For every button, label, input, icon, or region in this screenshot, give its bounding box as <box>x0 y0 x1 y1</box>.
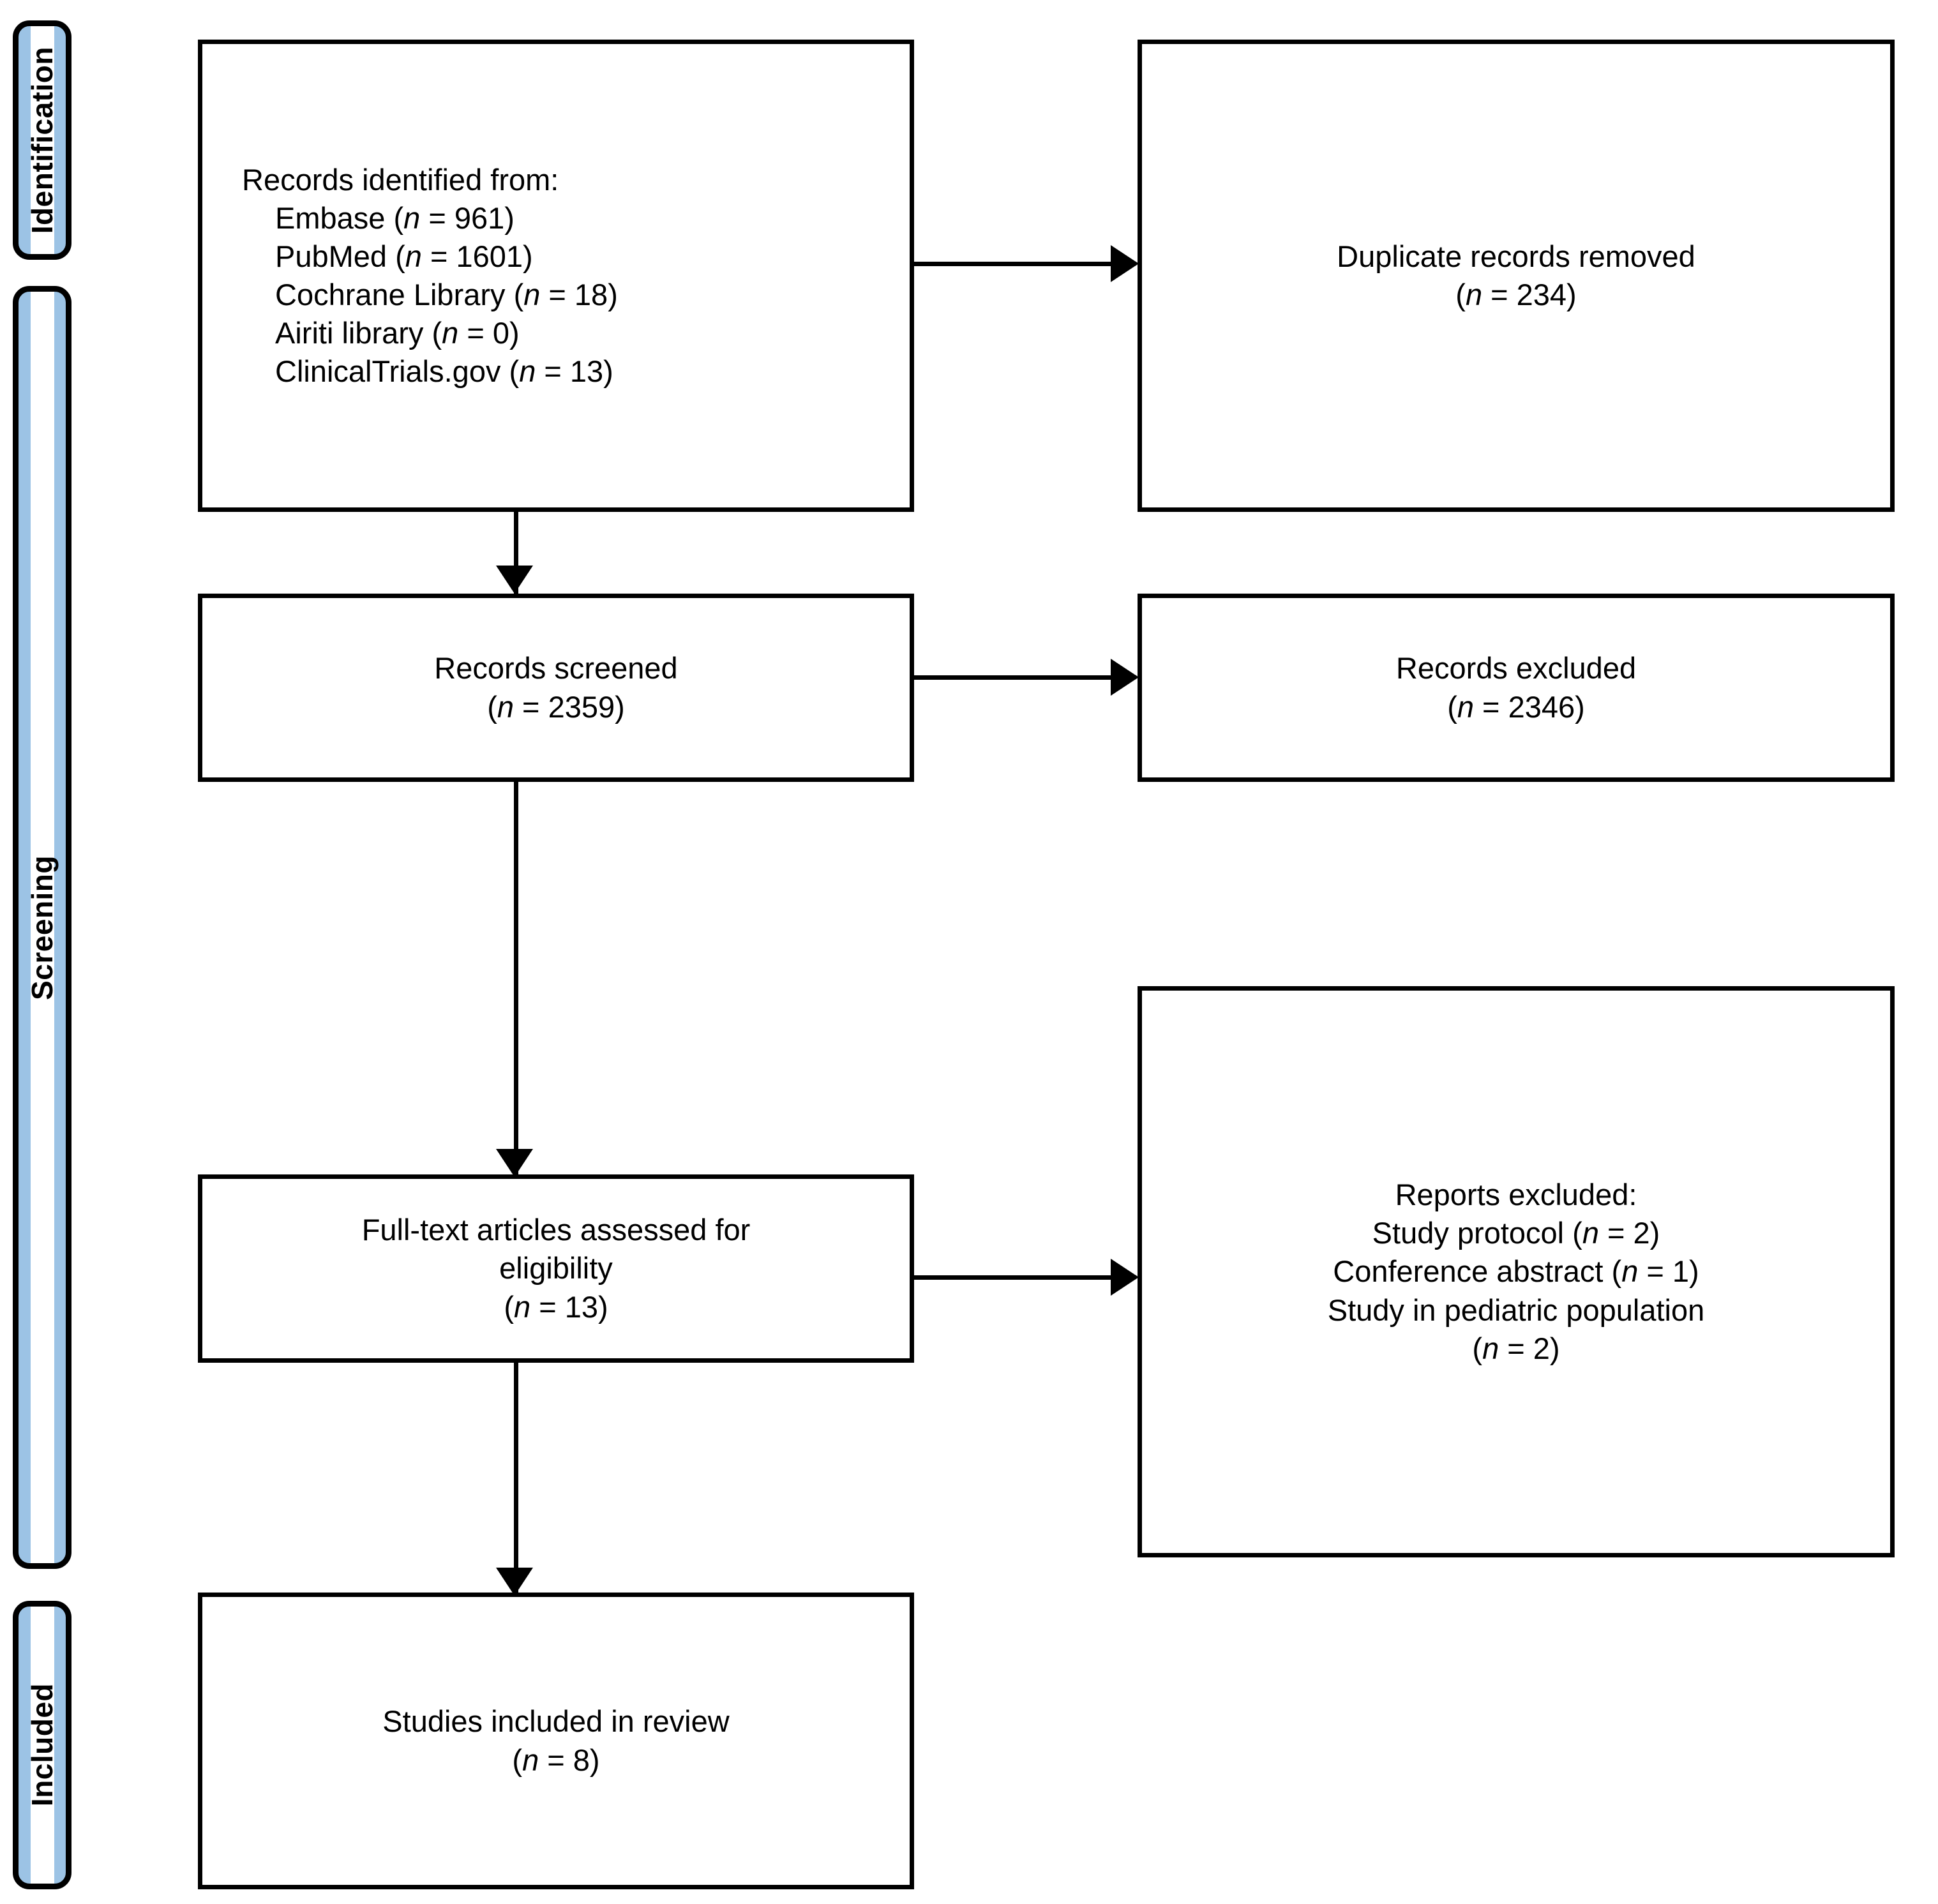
box-line: Study in pediatric population <box>1327 1293 1705 1327</box>
box-studies-included: Studies included in review (n = 8) <box>198 1593 914 1889</box>
arrowhead-screened-to-excluded <box>1111 659 1139 696</box>
connector-identified-to-screened <box>514 447 518 594</box>
box-line: eligibility <box>499 1251 613 1286</box>
connector-fulltext-to-reports-excluded <box>912 1275 1116 1280</box>
box-records-screened: Records screened (n = 2359) <box>198 594 914 782</box>
box-line: (n = 13) <box>504 1289 608 1324</box>
box-line: Studies included in review <box>382 1704 730 1739</box>
box-line: (n = 2) <box>1472 1331 1560 1365</box>
phase-pill-identification: Identification <box>13 20 71 260</box>
italic-n: n <box>519 354 536 389</box>
phase-pill-included: Included <box>13 1601 71 1889</box>
italic-n: n <box>442 316 459 350</box>
box-fulltext-assessed: Full-text articles assessed for eligibil… <box>198 1174 914 1363</box>
box-line: Conference abstract (n = 1) <box>1333 1254 1699 1289</box>
connector-fulltext-to-included <box>514 1337 518 1593</box>
box-line: Embase (n = 961) <box>275 200 515 235</box>
arrowhead-identified-to-screened <box>496 566 533 594</box>
box-duplicate-records-removed: Duplicate records removed (n = 234) <box>1138 40 1895 512</box>
box-records-identified: Records identified from: Embase (n = 961… <box>198 40 914 512</box>
box-records-excluded: Records excluded (n = 2346) <box>1138 594 1895 782</box>
box-line: Records excluded <box>1395 651 1637 686</box>
arrowhead-identified-to-duplicates <box>1111 245 1139 282</box>
box-line: Full-text articles assessed for <box>361 1213 751 1247</box>
arrowhead-fulltext-to-reports-excluded <box>1111 1259 1139 1296</box>
box-line: (n = 8) <box>512 1743 600 1777</box>
italic-n: n <box>497 689 514 724</box>
box-reports-excluded: Reports excluded: Study protocol (n = 2)… <box>1138 986 1895 1557</box>
box-line: (n = 234) <box>1455 278 1577 311</box>
italic-n: n <box>1621 1254 1639 1289</box>
box-line: PubMed (n = 1601) <box>275 239 533 273</box>
connector-screened-to-excluded <box>912 675 1116 680</box>
box-line: Study protocol (n = 2) <box>1372 1216 1660 1250</box>
box-line: (n = 2346) <box>1447 689 1585 724</box>
phase-label-identification: Identification <box>26 46 59 234</box>
italic-n: n <box>522 1743 539 1777</box>
connector-identified-to-duplicates <box>912 262 1116 266</box>
box-line: Records identified from: <box>242 162 559 197</box>
italic-n: n <box>405 239 422 273</box>
connector-screened-to-fulltext <box>514 782 518 1174</box>
italic-n: n <box>403 200 421 235</box>
box-line: Records screened <box>434 651 678 686</box>
box-line: Duplicate records removed <box>1337 239 1695 273</box>
phase-pill-inner-band: Screening <box>26 292 59 1563</box>
box-line: ClinicalTrials.gov (n = 13) <box>275 354 613 389</box>
arrowhead-fulltext-to-included <box>496 1568 533 1596</box>
italic-n: n <box>1465 278 1483 311</box>
phase-label-screening: Screening <box>26 855 59 1000</box>
arrowhead-screened-to-fulltext <box>496 1149 533 1177</box>
italic-n: n <box>1457 689 1474 724</box>
box-line: (n = 2359) <box>487 689 625 724</box>
phase-pill-inner-band: Identification <box>26 26 59 254</box>
italic-n: n <box>1582 1216 1599 1250</box>
box-line: Airiti library (n = 0) <box>275 316 520 350</box>
box-line: Cochrane Library (n = 18) <box>275 278 618 311</box>
phase-label-included: Included <box>26 1683 59 1807</box>
box-line: Reports excluded: <box>1395 1178 1637 1212</box>
italic-n: n <box>514 1289 531 1324</box>
italic-n: n <box>523 278 541 311</box>
italic-n: n <box>1482 1331 1499 1365</box>
phase-pill-inner-band: Included <box>26 1607 59 1884</box>
phase-pill-screening: Screening <box>13 286 71 1569</box>
